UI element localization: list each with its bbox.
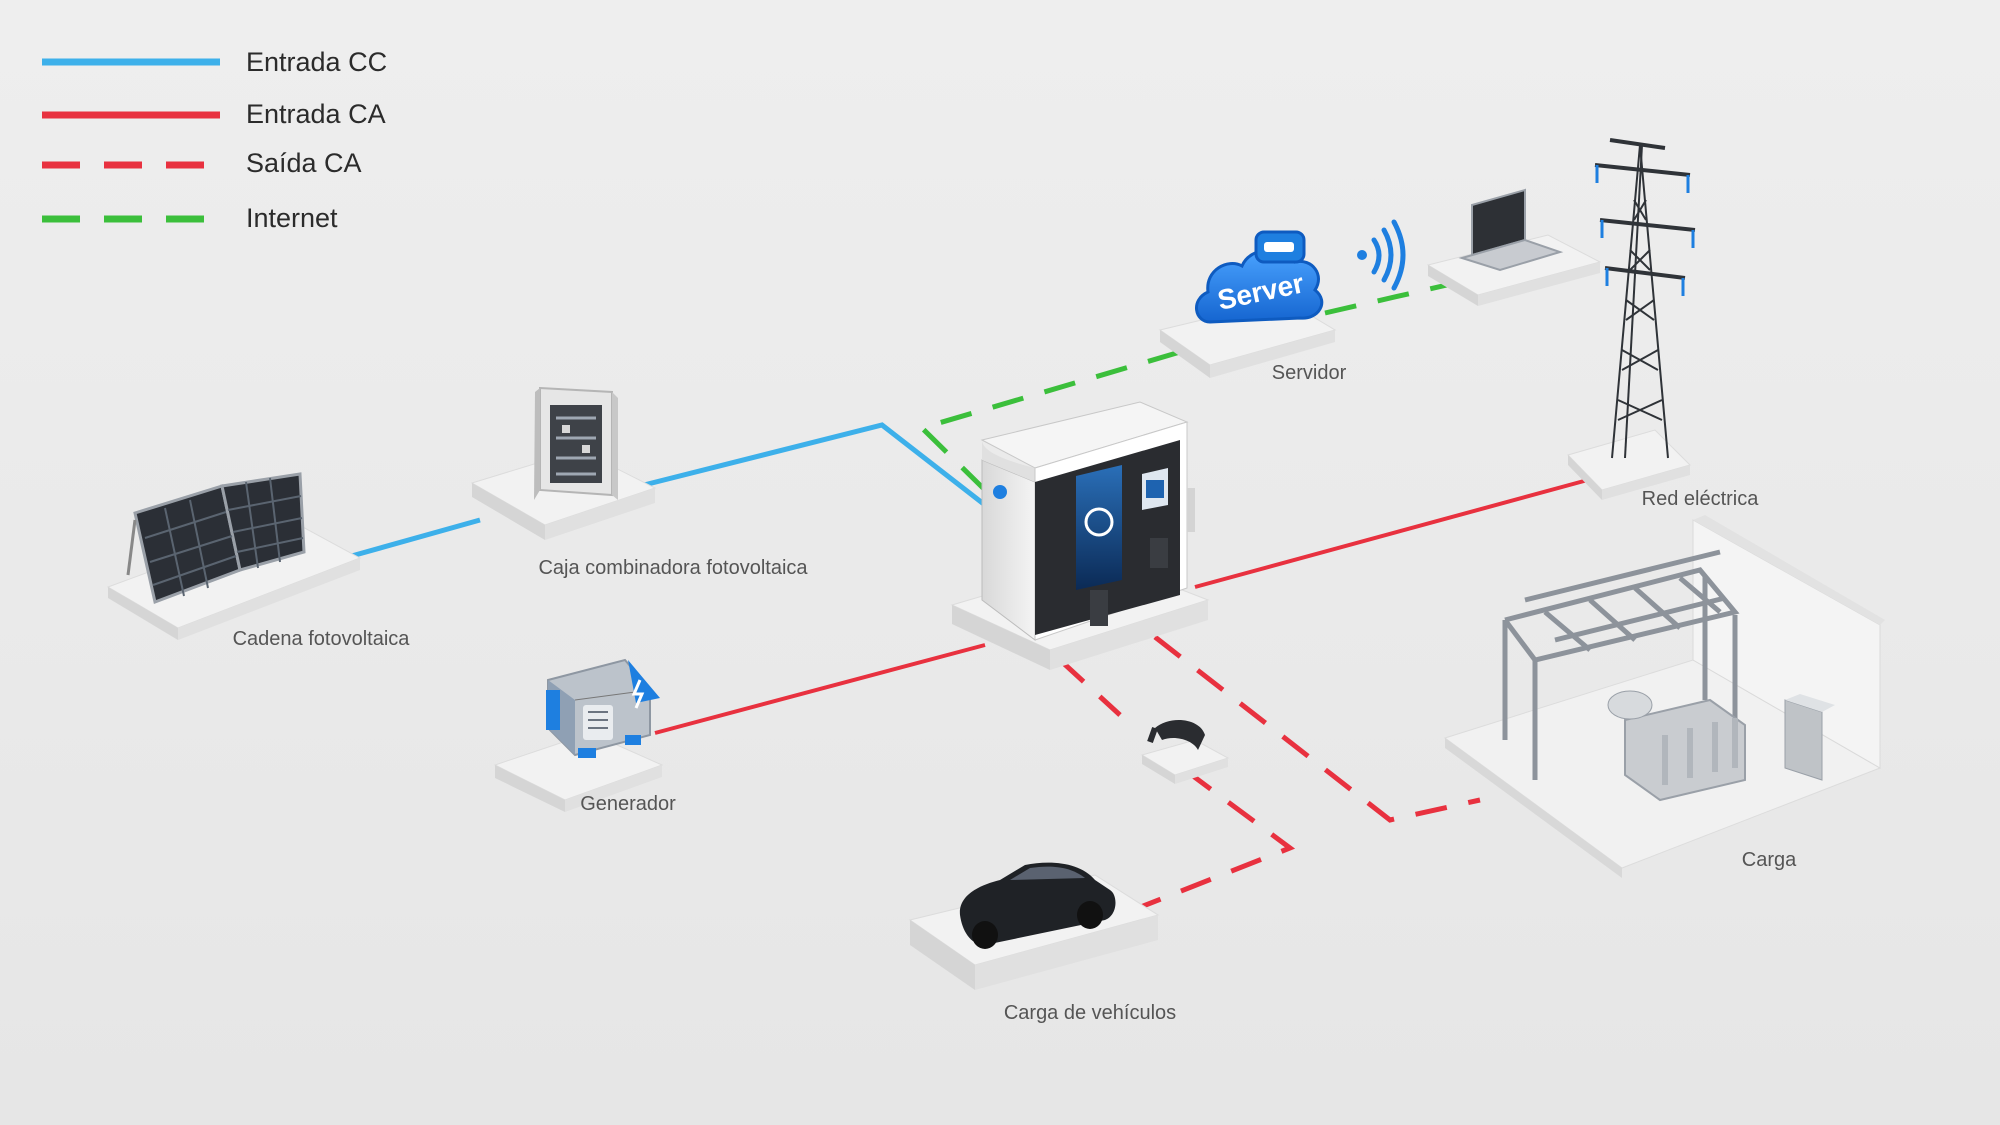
substation-frame-icon bbox=[1502, 549, 1740, 780]
transmission-tower-icon bbox=[1594, 138, 1696, 459]
internet-line-cabinet-to-server bbox=[917, 349, 1181, 492]
laptop-node bbox=[1426, 188, 1602, 306]
connections bbox=[347, 279, 1596, 915]
pv-string-node bbox=[106, 472, 362, 640]
legend-label-internet: Internet bbox=[246, 203, 338, 233]
energy-storage-cabinet-icon bbox=[980, 401, 1195, 642]
transformer-icon bbox=[1607, 690, 1746, 802]
label-generator: Generador bbox=[580, 793, 676, 815]
label-load: Carga bbox=[1741, 849, 1797, 871]
server-cloud-icon: Server bbox=[1195, 230, 1324, 324]
legend-label-ac-output: Saída CA bbox=[246, 148, 362, 178]
charging-plug-icon bbox=[1147, 719, 1205, 750]
ac-output-line-to-load bbox=[1153, 635, 1481, 823]
ac-output-line-to-charger bbox=[1058, 658, 1122, 717]
legend-label-ac-input: Entrada CA bbox=[246, 99, 386, 129]
ac-output-line-to-ev bbox=[1127, 767, 1296, 915]
wifi-icon bbox=[1357, 219, 1406, 291]
dc-line-combiner-to-cabinet bbox=[639, 422, 987, 507]
generator-node bbox=[493, 658, 664, 812]
grid-node bbox=[1567, 138, 1696, 500]
ev-charger-node bbox=[1140, 719, 1230, 784]
generator-icon bbox=[546, 658, 660, 758]
combiner-box-icon bbox=[534, 386, 618, 500]
laptop-icon bbox=[1458, 188, 1564, 272]
label-combiner-box: Caja combinadora fotovoltaica bbox=[538, 557, 808, 579]
server-node: Server bbox=[1158, 219, 1406, 378]
label-ev-charging: Carga de vehículos bbox=[1003, 1002, 1177, 1024]
ev-car-node bbox=[908, 862, 1160, 990]
solar-panel-icon bbox=[126, 472, 306, 605]
main-cabinet-node bbox=[950, 401, 1210, 670]
load-node bbox=[1443, 515, 1885, 878]
label-pv-string: Cadena fotovoltaica bbox=[232, 628, 410, 650]
label-grid: Red eléctrica bbox=[1641, 488, 1759, 510]
ac-line-generator-to-cabinet bbox=[654, 643, 986, 735]
electric-car-icon bbox=[959, 862, 1116, 949]
dc-line-pv-to-combiner bbox=[347, 517, 481, 560]
legend-label-dc-input: Entrada CC bbox=[246, 47, 388, 77]
label-server: Servidor bbox=[1271, 362, 1347, 384]
internet-line-server-to-laptop bbox=[1324, 279, 1461, 316]
combiner-box-node bbox=[470, 386, 657, 540]
switchgear-cabinet-icon bbox=[1784, 694, 1835, 781]
ac-line-grid-to-cabinet bbox=[1194, 476, 1596, 589]
legend bbox=[42, 58, 220, 223]
